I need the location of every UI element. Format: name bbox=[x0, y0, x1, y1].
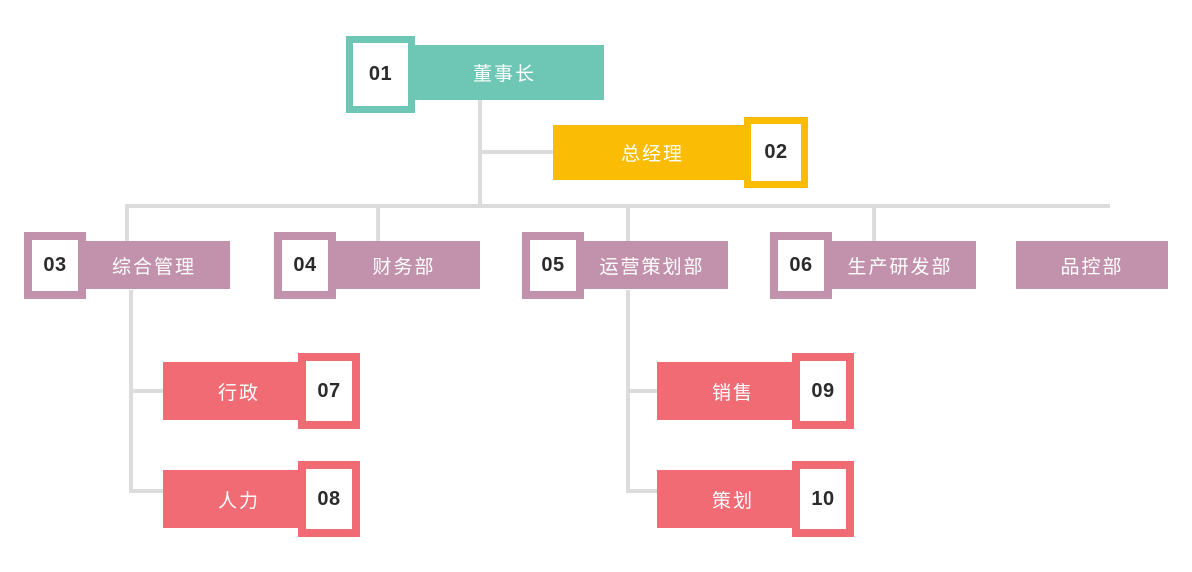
node-chairman-badge[interactable]: 01 bbox=[346, 36, 415, 113]
node-department-04-badge[interactable]: 04 bbox=[274, 232, 336, 299]
node-chairman-label: 董事长 bbox=[472, 64, 536, 85]
connector-stub-team-07 bbox=[129, 389, 165, 393]
connector-drop-dept-04 bbox=[376, 204, 380, 242]
connector-general-manager-stub bbox=[478, 150, 556, 154]
node-team-09-bar[interactable]: 销售 bbox=[657, 362, 809, 420]
connector-drop-dept-03 bbox=[125, 204, 129, 242]
node-team-07-bar[interactable]: 行政 bbox=[163, 362, 315, 420]
node-department-06-label: 生产研发部 bbox=[847, 256, 953, 278]
node-department-05-bar[interactable]: 运营策划部 bbox=[576, 241, 728, 289]
connector-department-bus bbox=[125, 204, 1110, 208]
node-team-08-number: 08 bbox=[317, 487, 341, 510]
node-team-07-number: 07 bbox=[317, 379, 341, 402]
node-department-06-number: 06 bbox=[789, 254, 813, 276]
node-team-10-label: 策划 bbox=[711, 490, 754, 512]
node-team-08-bar[interactable]: 人力 bbox=[163, 470, 315, 528]
node-team-09-badge[interactable]: 09 bbox=[792, 353, 854, 429]
connector-stub-team-09 bbox=[626, 389, 662, 393]
node-chairman-number: 01 bbox=[368, 63, 393, 85]
connector-drop-dept-05 bbox=[626, 204, 630, 242]
connector-drop-dept-06 bbox=[872, 204, 876, 242]
node-general-manager-bar[interactable]: 总经理 bbox=[553, 125, 752, 180]
node-department-05-badge[interactable]: 05 bbox=[522, 232, 584, 299]
node-chairman-bar[interactable]: 董事长 bbox=[405, 45, 604, 100]
node-team-10-badge[interactable]: 10 bbox=[792, 461, 854, 537]
node-department-05-label: 运营策划部 bbox=[599, 256, 705, 278]
connector-stub-team-10 bbox=[626, 489, 662, 493]
node-department-05-number: 05 bbox=[541, 254, 565, 276]
node-team-08-label: 人力 bbox=[217, 490, 260, 512]
node-team-09-number: 09 bbox=[811, 379, 835, 402]
node-department-03-label: 综合管理 bbox=[111, 256, 196, 278]
node-team-07-label: 行政 bbox=[217, 382, 260, 404]
node-department-06-bar[interactable]: 生产研发部 bbox=[824, 241, 976, 289]
node-department-03-badge[interactable]: 03 bbox=[24, 232, 86, 299]
node-team-09-label: 销售 bbox=[711, 382, 754, 404]
node-department-03-bar[interactable]: 综合管理 bbox=[78, 241, 230, 289]
connector-stub-team-08 bbox=[129, 489, 165, 493]
node-department-quality-label: 品控部 bbox=[1060, 256, 1124, 278]
node-general-manager-badge[interactable]: 02 bbox=[744, 117, 808, 188]
node-team-10-bar[interactable]: 策划 bbox=[657, 470, 809, 528]
node-team-08-badge[interactable]: 08 bbox=[298, 461, 360, 537]
node-department-04-label: 财务部 bbox=[372, 256, 436, 278]
node-department-06-badge[interactable]: 06 bbox=[770, 232, 832, 299]
node-department-quality-bar[interactable]: 品控部 bbox=[1016, 241, 1168, 289]
node-department-03-number: 03 bbox=[43, 254, 67, 276]
connector-chairman-trunk bbox=[478, 100, 482, 208]
node-department-04-number: 04 bbox=[293, 254, 317, 276]
node-team-07-badge[interactable]: 07 bbox=[298, 353, 360, 429]
node-general-manager-number: 02 bbox=[764, 141, 788, 163]
node-general-manager-label: 总经理 bbox=[620, 144, 684, 165]
node-team-10-number: 10 bbox=[811, 487, 835, 510]
node-department-04-bar[interactable]: 财务部 bbox=[328, 241, 480, 289]
